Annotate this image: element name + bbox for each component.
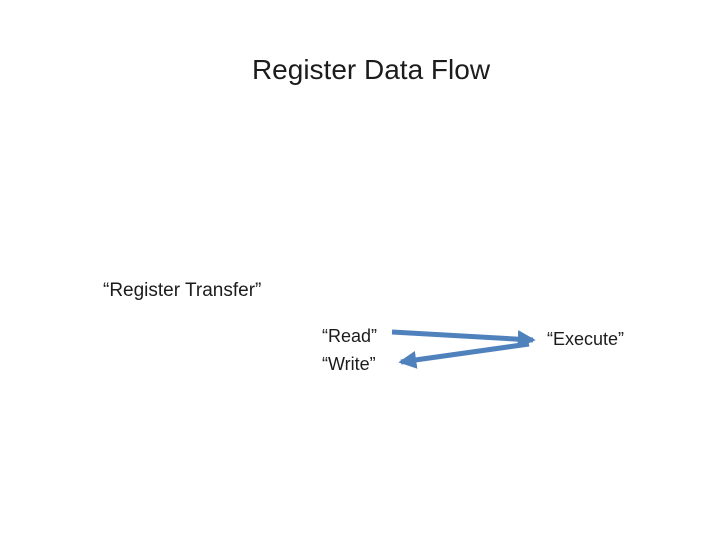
slide-title: Register Data Flow <box>251 54 491 85</box>
label-register-transfer: “Register Transfer” <box>103 280 262 301</box>
label-write: “Write” <box>322 354 376 374</box>
arrow-read-to-execute <box>391 329 536 349</box>
arrow-execute-to-write <box>398 341 530 369</box>
label-execute: “Execute” <box>547 329 625 349</box>
label-read: “Read” <box>322 326 378 346</box>
